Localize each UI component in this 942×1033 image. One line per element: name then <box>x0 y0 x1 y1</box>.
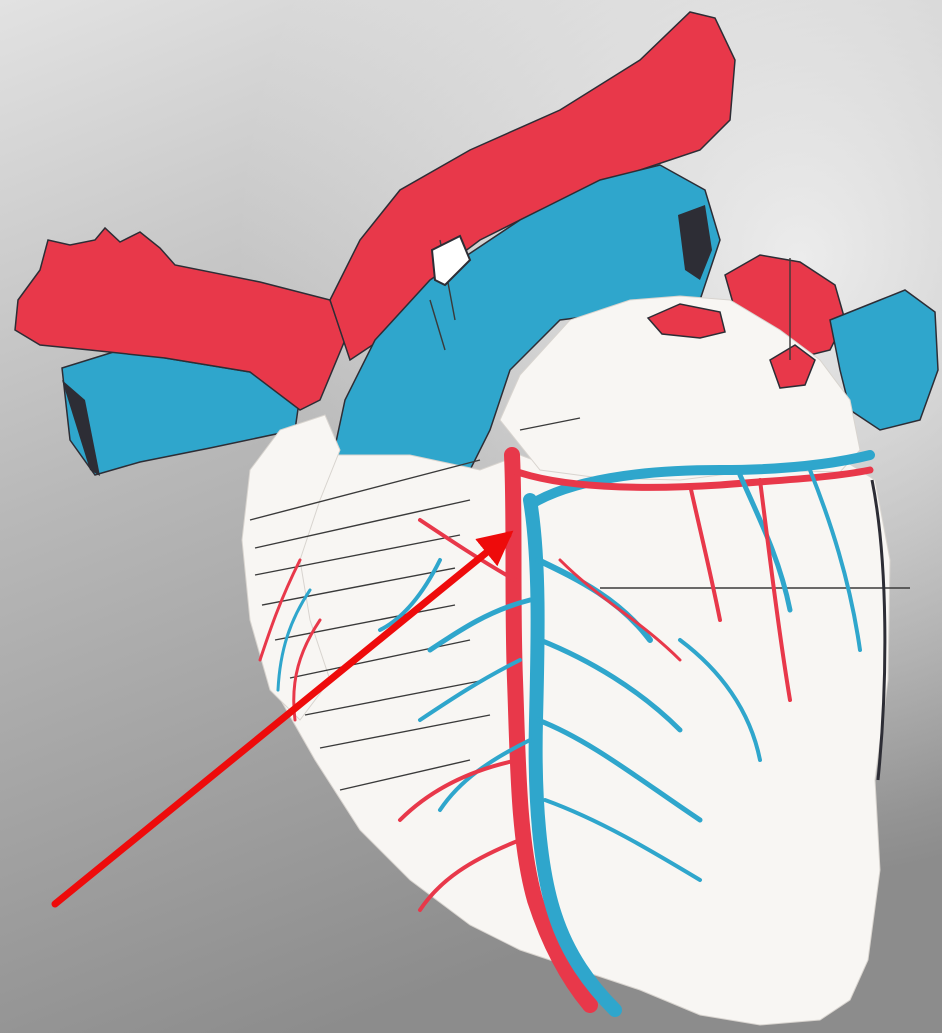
heart-illustration <box>0 0 942 1033</box>
heart-diagram <box>0 0 942 1033</box>
